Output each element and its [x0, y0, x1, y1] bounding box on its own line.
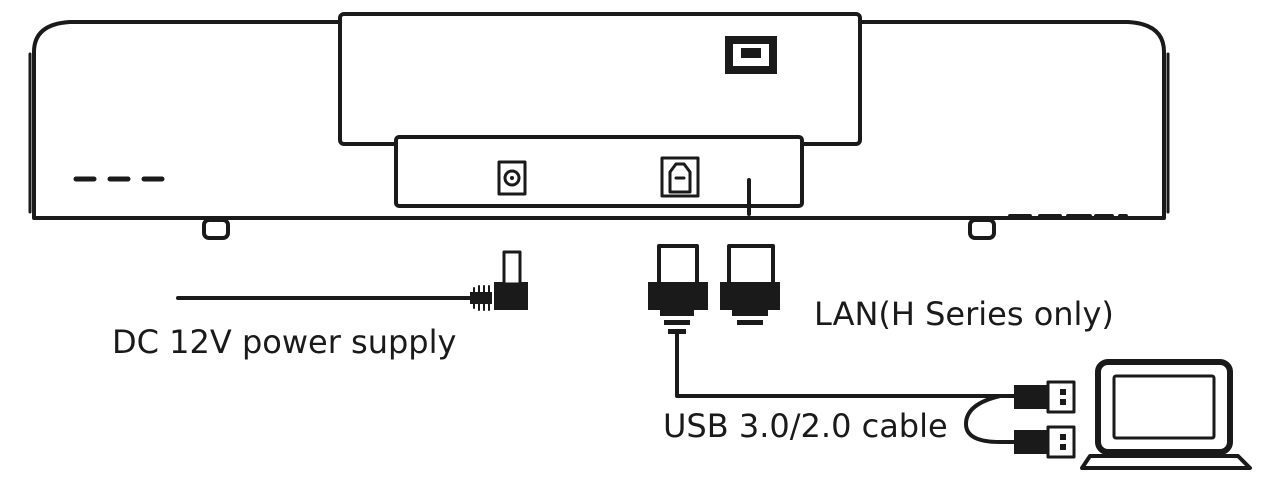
- device-foot-left: [202, 218, 230, 240]
- usb-cable-split: [964, 394, 1002, 444]
- lan-plug-icon: [720, 244, 780, 325]
- usb-b-plug-icon: [648, 244, 708, 334]
- ethernet-port-icon: [725, 36, 777, 74]
- laptop-icon: [1080, 359, 1252, 470]
- dc-jack-icon: [497, 160, 527, 196]
- usb-cable: [675, 332, 1002, 398]
- device-foot-right: [968, 218, 996, 240]
- usb-b-port-icon: [660, 156, 700, 198]
- rear-panel-lower: [394, 135, 804, 208]
- rear-panel-upper: [338, 12, 862, 146]
- soundbar-device-icon: [28, 20, 1170, 240]
- usb-cable-label: USB 3.0/2.0 cable: [663, 407, 948, 445]
- usb-a-plug-lower-icon: [1014, 425, 1076, 459]
- dc-power-label: DC 12V power supply: [112, 323, 457, 361]
- lan-label: LAN(H Series only): [814, 295, 1114, 333]
- usb-a-plug-upper-icon: [1014, 380, 1076, 414]
- device-body: [32, 20, 1166, 220]
- dc-plug-icon: [176, 250, 528, 311]
